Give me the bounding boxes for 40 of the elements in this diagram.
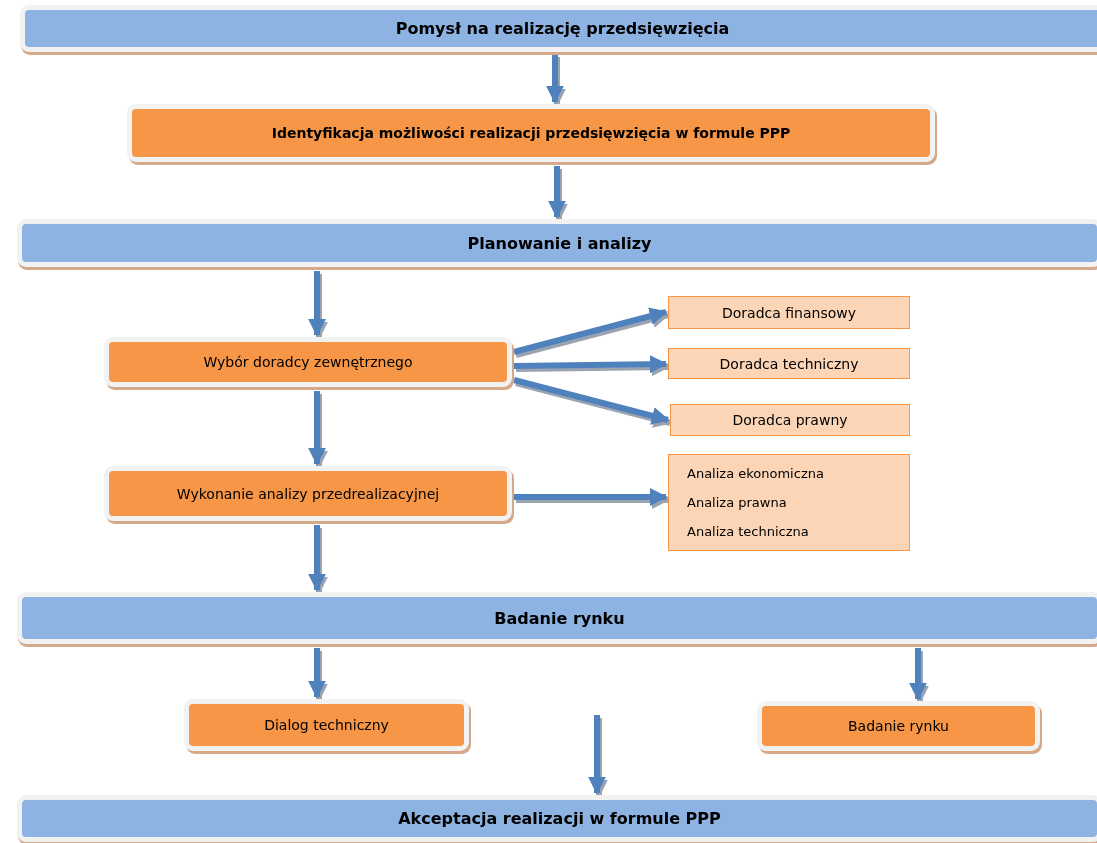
node-text: Pomysł na realizację przedsięwzięcia (395, 19, 730, 38)
node-text: Analiza ekonomiczna (687, 466, 824, 481)
node-text: Analiza techniczna (687, 524, 809, 539)
arrow (308, 648, 326, 699)
node-text: Doradca prawny (732, 412, 848, 428)
process-box (104, 337, 512, 387)
node-text: Doradca finansowy (721, 304, 856, 321)
node-text: Analiza prawna (687, 495, 787, 510)
node-text: Doradca techniczny (719, 355, 859, 372)
detail-box (668, 454, 910, 551)
node-text: Planowanie i analizy (467, 233, 652, 253)
arrow (548, 166, 566, 219)
arrow (513, 307, 668, 355)
arrow (513, 377, 670, 425)
node-text: Wybór doradcy zewnętrznego (203, 354, 413, 370)
node-text: Identyfikacja możliwości realizacji przedsięwzięcia w formule PPP (271, 125, 791, 141)
arrow (308, 271, 326, 337)
arrow (308, 391, 326, 466)
process-box (757, 701, 1040, 751)
process-box (127, 104, 935, 162)
node-text: Dialog techniczny (264, 717, 389, 733)
detail-box (668, 296, 910, 329)
detail-box (670, 404, 910, 436)
arrow (513, 355, 668, 374)
arrow (308, 525, 326, 592)
arrow (514, 488, 668, 506)
node-text: Badanie rynku (494, 608, 625, 628)
stage-band (20, 5, 1097, 52)
process-box (184, 699, 469, 751)
stage-band (17, 795, 1097, 842)
stage-band (17, 219, 1097, 267)
node-text: Akceptacja realizacji w formule PPP (398, 809, 721, 828)
arrow (909, 648, 927, 701)
arrow (546, 54, 564, 104)
detail-box (668, 348, 910, 379)
node-text: Wykonanie analizy przedrealizacyjnej (176, 485, 440, 502)
node-text: Badanie rynku (848, 718, 949, 734)
stage-band (17, 592, 1097, 644)
arrow (588, 715, 606, 795)
process-box (104, 466, 512, 521)
